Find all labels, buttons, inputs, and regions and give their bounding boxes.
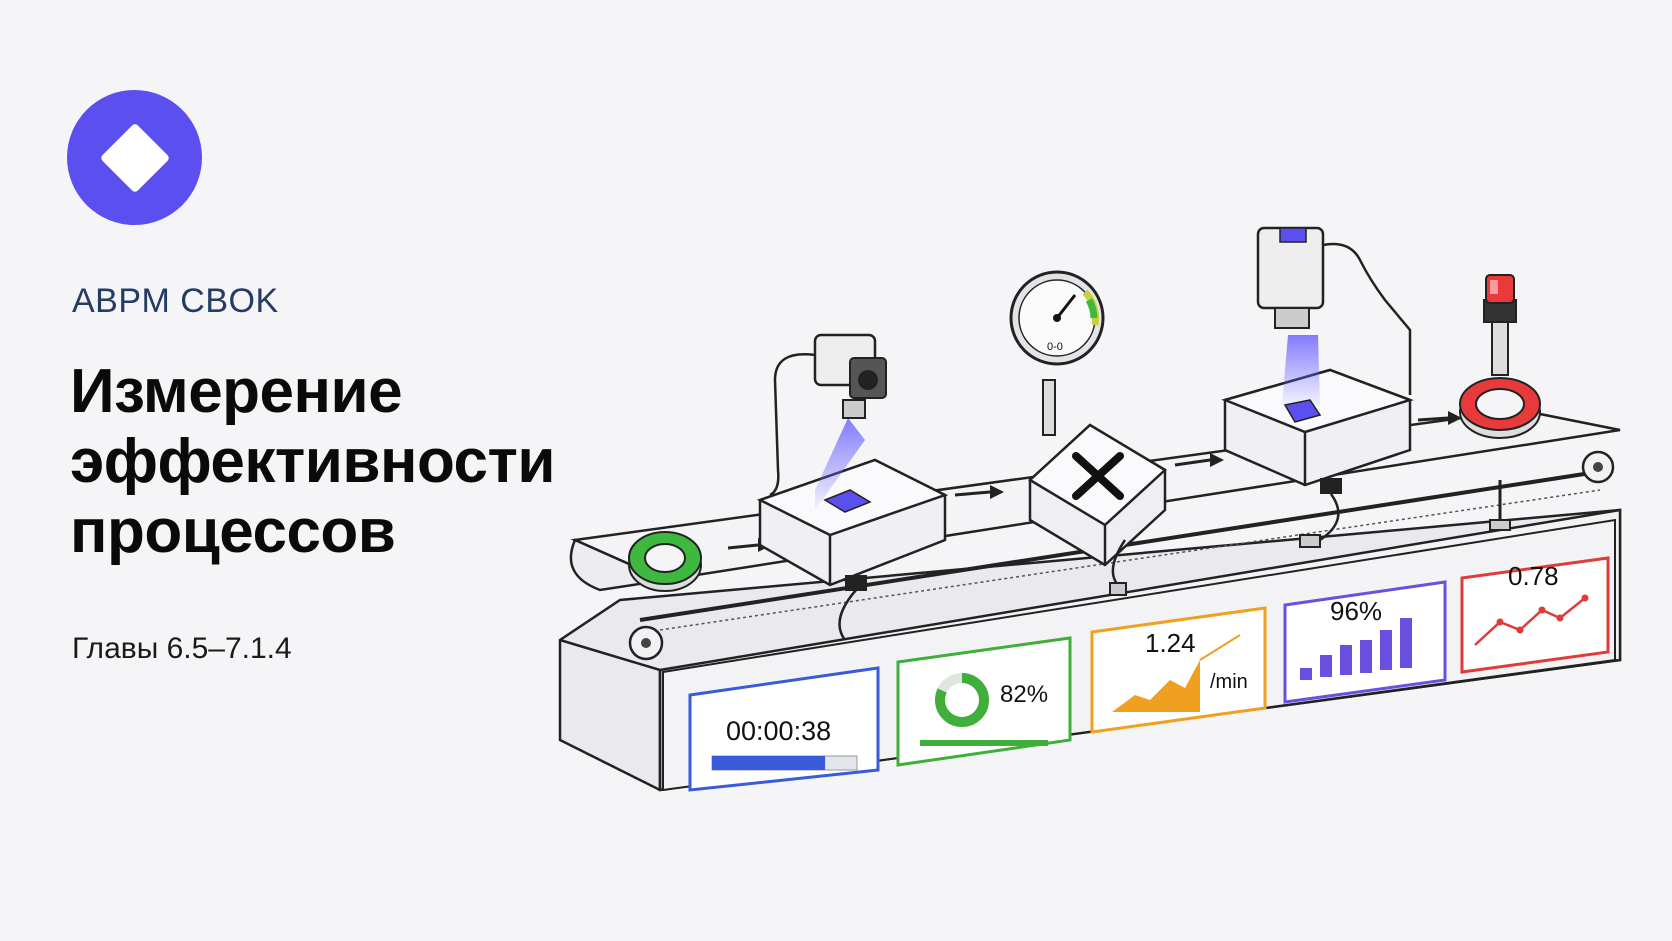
end-ring	[1459, 377, 1541, 439]
throughput-area	[1112, 660, 1200, 712]
gauge-label: 0-0	[1047, 341, 1063, 353]
throughput-value: 1.24	[1145, 628, 1196, 658]
efficiency-monitor: 0.78	[1460, 556, 1610, 674]
quality-bar	[1320, 655, 1332, 677]
reject-station	[1027, 423, 1168, 596]
timer-monitor: 00:00:38	[688, 666, 880, 792]
throughput-monitor: 1.24 /min	[1090, 606, 1267, 734]
quality-bar	[1380, 630, 1392, 670]
close-icon	[1072, 452, 1124, 500]
quality-bar	[1300, 668, 1312, 680]
quality-bar	[1340, 645, 1352, 675]
quality-bar	[1400, 618, 1412, 668]
camera-icon	[1256, 226, 1412, 395]
timer-value: 00:00:38	[726, 716, 831, 746]
flow-arrow-icon	[1417, 411, 1462, 425]
brand-label: ABPM CBOK	[72, 282, 279, 320]
title-line-2: эффективности	[70, 427, 556, 496]
title-line-1: Измерение	[70, 357, 403, 426]
flow-arrow-icon	[1174, 453, 1224, 467]
utilization-underline	[920, 740, 1048, 746]
efficiency-value: 0.78	[1508, 561, 1559, 591]
logo	[67, 90, 202, 225]
quality-monitor: 96%	[1283, 580, 1447, 704]
timer-progress-fill	[712, 756, 826, 770]
efficiency-line	[1474, 597, 1586, 646]
start-ring	[628, 531, 702, 592]
utilization-value: 82%	[1000, 681, 1048, 708]
inspection-station-1	[756, 418, 949, 641]
throughput-unit: /min	[1210, 671, 1248, 693]
belt-bracket	[1489, 480, 1511, 531]
flow-arrow-icon	[954, 485, 1004, 499]
inspection-station-2	[1221, 335, 1414, 548]
utilization-monitor: 82%	[896, 636, 1072, 767]
camera-icon	[769, 333, 887, 497]
title-line-3: процессов	[70, 497, 396, 566]
page-title: Измерение эффективности процессов	[70, 357, 630, 567]
quality-value: 96%	[1330, 596, 1382, 626]
pressure-gauge-icon: 0-0	[1009, 270, 1105, 436]
donut-arc	[935, 673, 989, 727]
chapters-subtitle: Главы 6.5–7.1.4	[72, 632, 292, 665]
signal-light-icon	[1483, 274, 1517, 376]
quality-bar	[1360, 640, 1372, 673]
